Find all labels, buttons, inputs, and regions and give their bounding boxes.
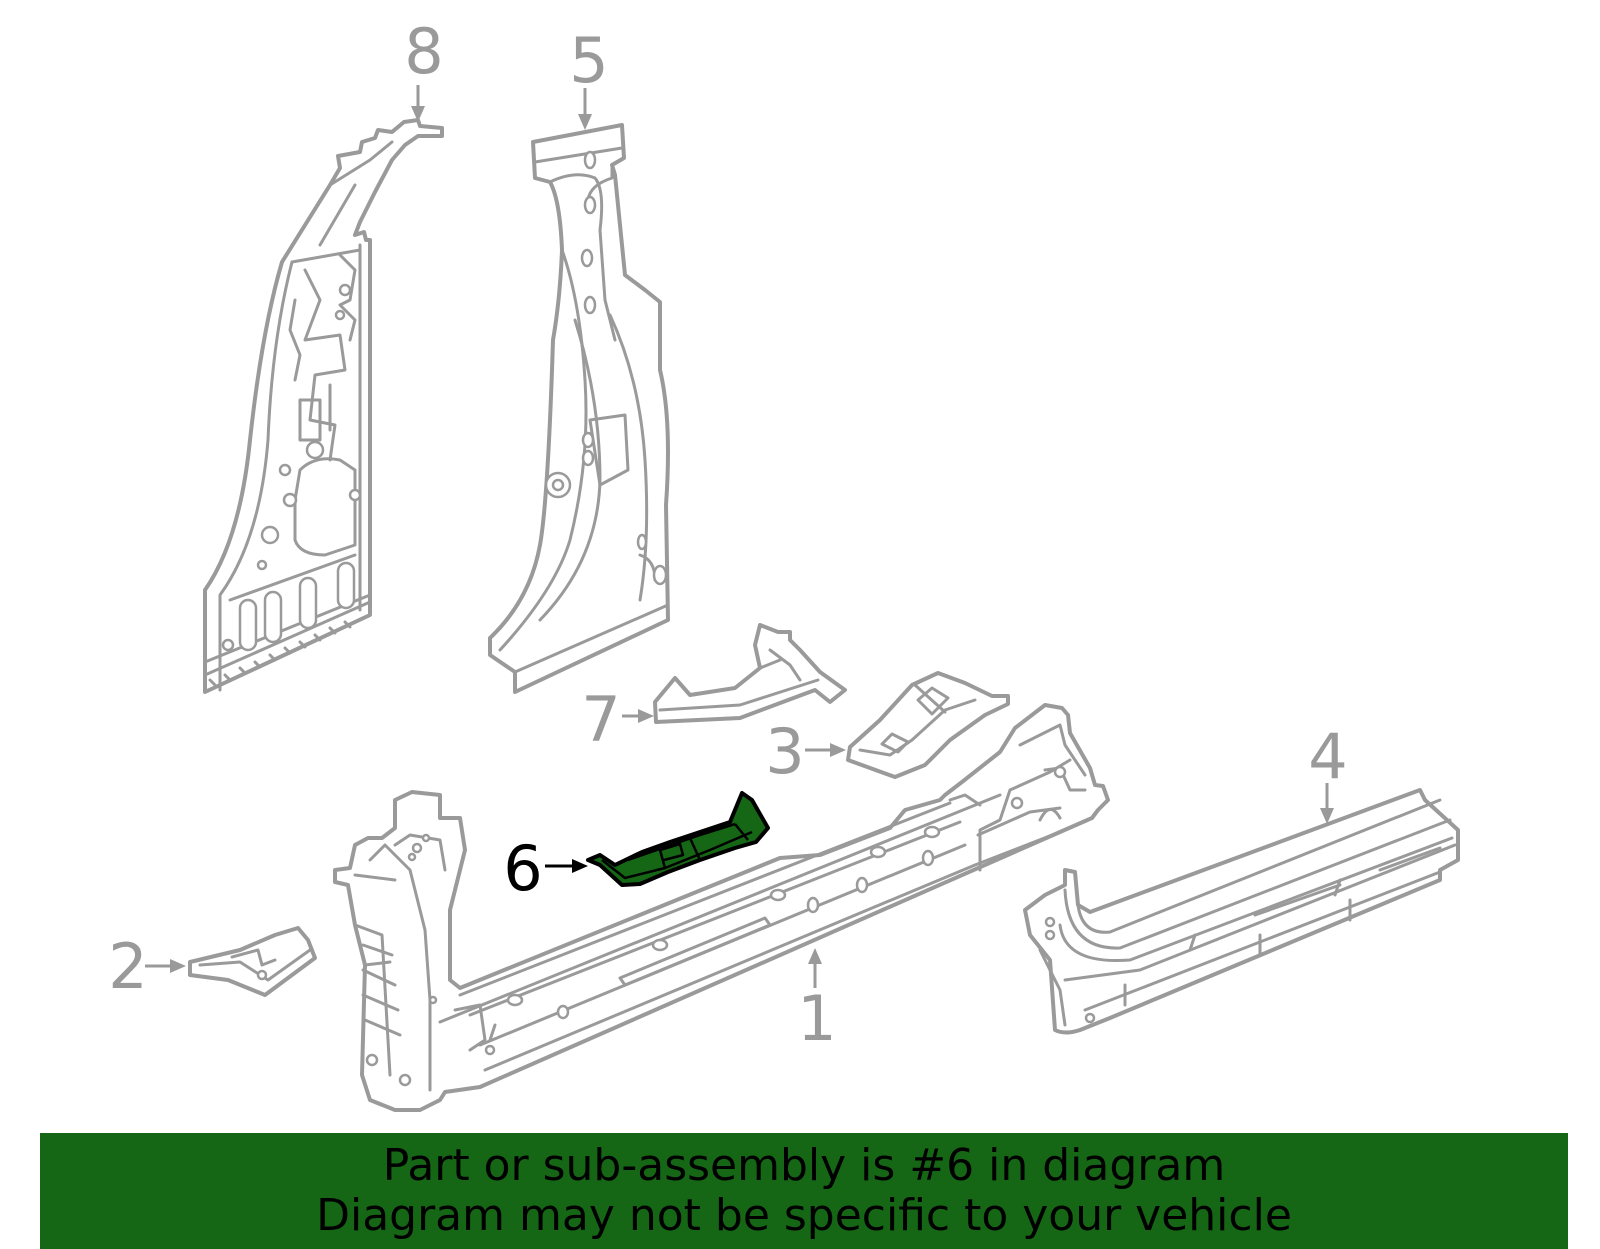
callout-4: 4 — [1308, 720, 1348, 824]
part-5-center-pillar[interactable] — [488, 123, 670, 694]
part-3-plate[interactable] — [846, 671, 1010, 779]
part-6-reinforcement[interactable] — [586, 791, 770, 887]
callout-2-arrowhead — [170, 959, 186, 973]
callout-1: 1 — [797, 948, 837, 1055]
callout-8-number: 8 — [404, 15, 443, 88]
callout-1-arrowhead — [808, 948, 822, 964]
part-2-plate[interactable] — [188, 926, 317, 997]
callout-5-arrowhead — [578, 114, 592, 130]
callout-7-arrowhead — [638, 709, 654, 723]
banner-line-part: Part or sub-assembly is #6 in diagram — [382, 1140, 1226, 1191]
part-7-bracket[interactable] — [653, 623, 847, 724]
callout-7: 7 — [581, 683, 654, 756]
part-8-pillar-inner[interactable] — [203, 118, 444, 694]
callout-3: 3 — [765, 715, 846, 788]
callout-3-number: 3 — [765, 715, 804, 788]
callout-7-number: 7 — [581, 683, 620, 756]
callout-2: 2 — [108, 930, 186, 1003]
callout-6-number: 6 — [503, 832, 542, 905]
callout-5-number: 5 — [569, 24, 608, 97]
callout-2-number: 2 — [108, 930, 147, 1003]
part-1-rocker-inner[interactable] — [333, 703, 1110, 1112]
callout-3-arrowhead — [830, 743, 846, 757]
callout-5: 5 — [569, 24, 609, 130]
callout-6-arrowhead — [572, 859, 588, 873]
callout-4-arrowhead — [1320, 808, 1334, 824]
banner-line-disclaimer: Diagram may not be specific to your vehi… — [316, 1190, 1292, 1241]
info-banner: Part or sub-assembly is #6 in diagram Di… — [40, 1133, 1568, 1249]
callout-8-arrowhead — [411, 106, 425, 122]
callout-8: 8 — [404, 15, 444, 122]
callout-6: 6 — [503, 832, 588, 905]
callout-4-number: 4 — [1308, 720, 1347, 793]
part-4-rocker-outer[interactable] — [1023, 788, 1460, 1035]
callout-1-number: 1 — [797, 982, 836, 1055]
